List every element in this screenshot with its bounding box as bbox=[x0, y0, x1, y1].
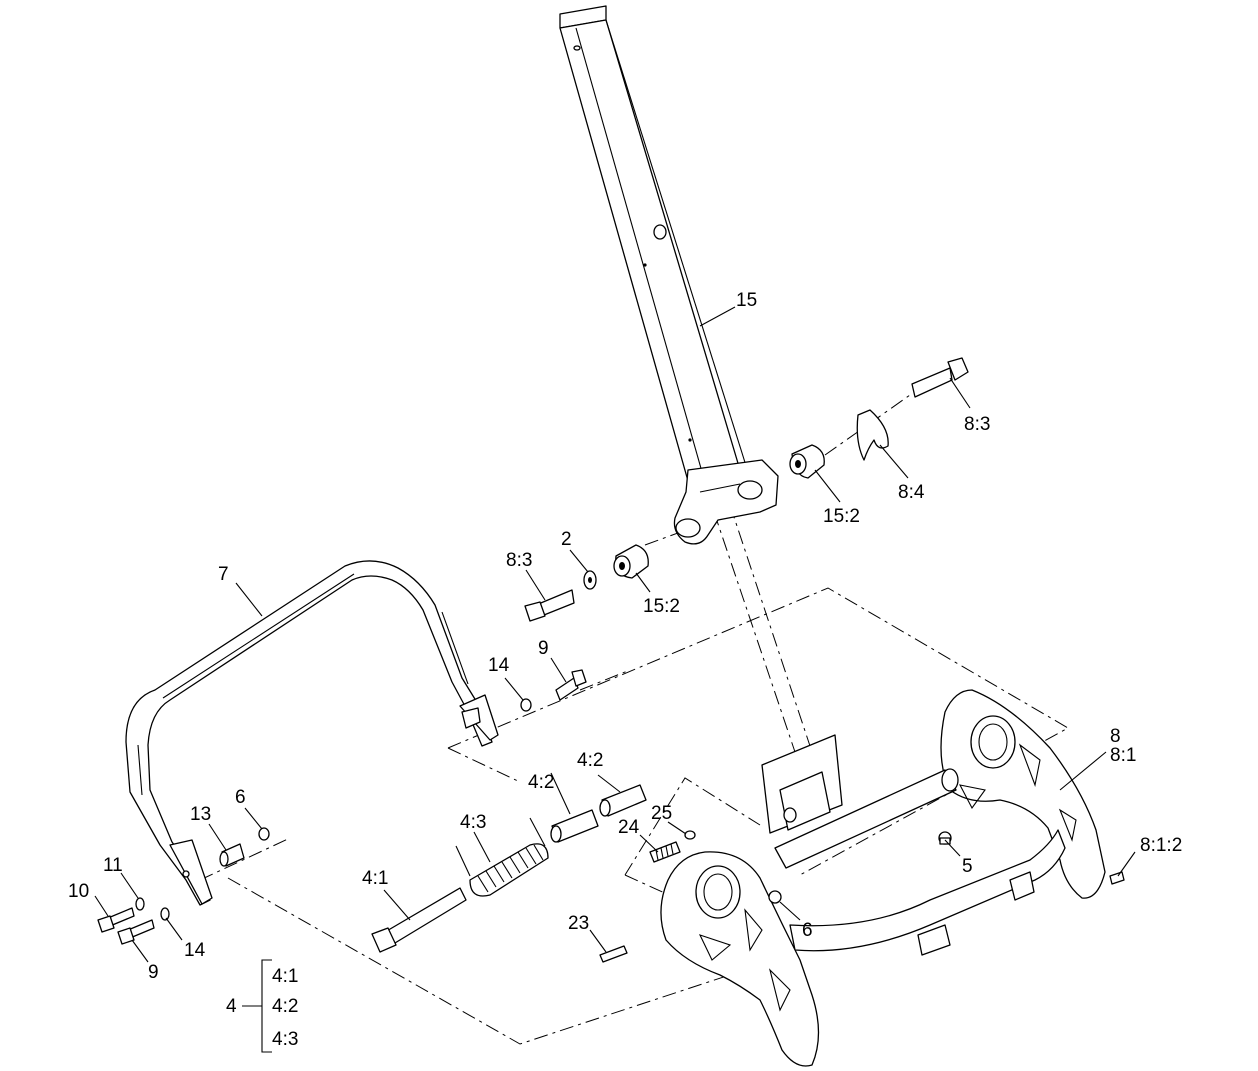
steering-column-tube bbox=[559, 5, 779, 545]
small-bolt-right bbox=[1109, 871, 1125, 885]
legend-parent: 4 bbox=[226, 996, 237, 1017]
bushing-right bbox=[789, 444, 825, 479]
legend-child-3: 4:3 bbox=[272, 1029, 298, 1050]
callout-23: 23 bbox=[568, 913, 589, 934]
nut-left bbox=[258, 827, 270, 841]
bolt-left bbox=[524, 589, 575, 622]
callout-15-2-right: 15:2 bbox=[823, 506, 860, 527]
callout-25: 25 bbox=[651, 803, 672, 824]
callout-8-3-left: 8:3 bbox=[506, 550, 532, 571]
callout-6-left: 6 bbox=[235, 787, 246, 808]
callout-7: 7 bbox=[218, 564, 229, 585]
spacer-fourteen-bottom bbox=[160, 907, 170, 921]
small-spring bbox=[649, 841, 681, 863]
callout-4-2-b: 4:2 bbox=[577, 750, 603, 771]
callout-15-2-left: 15:2 bbox=[643, 596, 680, 617]
callout-9-bottom: 9 bbox=[148, 962, 159, 983]
spacer-top bbox=[520, 698, 532, 712]
clip bbox=[684, 830, 696, 840]
assembly-centerlines bbox=[199, 394, 1070, 1045]
legend-child-2: 4:2 bbox=[272, 996, 298, 1017]
callout-labels: 15 8:3 8:4 15:2 8:3 2 15:2 7 14 9 8 8:1 … bbox=[68, 290, 1182, 983]
callout-6-right: 6 bbox=[802, 920, 813, 941]
leader-lines bbox=[94, 306, 1136, 963]
callout-24: 24 bbox=[618, 817, 640, 838]
tension-spring bbox=[455, 817, 549, 897]
callout-8-1: 8:1 bbox=[1110, 745, 1136, 766]
callout-4-1: 4:1 bbox=[362, 868, 388, 889]
bolt-nine-top bbox=[555, 669, 587, 701]
bail-bar bbox=[125, 560, 499, 906]
roll-pin bbox=[599, 945, 628, 963]
callout-8-3-top: 8:3 bbox=[964, 414, 990, 435]
callout-14-bottom: 14 bbox=[184, 940, 206, 961]
legend-child-1: 4:1 bbox=[272, 966, 298, 987]
callout-5: 5 bbox=[962, 856, 973, 877]
callout-2: 2 bbox=[561, 529, 572, 550]
callout-11: 11 bbox=[103, 855, 123, 876]
frame-plug bbox=[938, 831, 952, 845]
callout-13: 13 bbox=[190, 804, 211, 825]
assembly-legend: 4 4:1 4:2 4:3 bbox=[226, 959, 298, 1053]
spring-rod bbox=[371, 887, 467, 953]
washer-eleven bbox=[135, 897, 145, 911]
callout-9-top: 9 bbox=[538, 638, 549, 659]
sleeve-right bbox=[599, 784, 647, 817]
callout-15: 15 bbox=[736, 290, 757, 311]
bolt-ten bbox=[97, 907, 135, 933]
spacer-thirteen bbox=[219, 843, 245, 867]
main-frame bbox=[660, 689, 1106, 1067]
callout-8-4: 8:4 bbox=[898, 482, 925, 503]
nut-right bbox=[768, 890, 782, 904]
callout-8-1-2: 8:1:2 bbox=[1140, 835, 1182, 856]
callout-4-3: 4:3 bbox=[460, 812, 486, 833]
callout-4-2-a: 4:2 bbox=[528, 772, 554, 793]
sleeve-left bbox=[550, 809, 599, 843]
bracket-plate bbox=[856, 409, 889, 461]
callout-10: 10 bbox=[68, 881, 89, 902]
callout-8: 8 bbox=[1110, 726, 1121, 747]
bolt-top-right bbox=[911, 357, 969, 398]
callout-14-top: 14 bbox=[488, 655, 510, 676]
bushing-left bbox=[613, 544, 649, 579]
bolt-nine-bottom bbox=[117, 919, 155, 945]
